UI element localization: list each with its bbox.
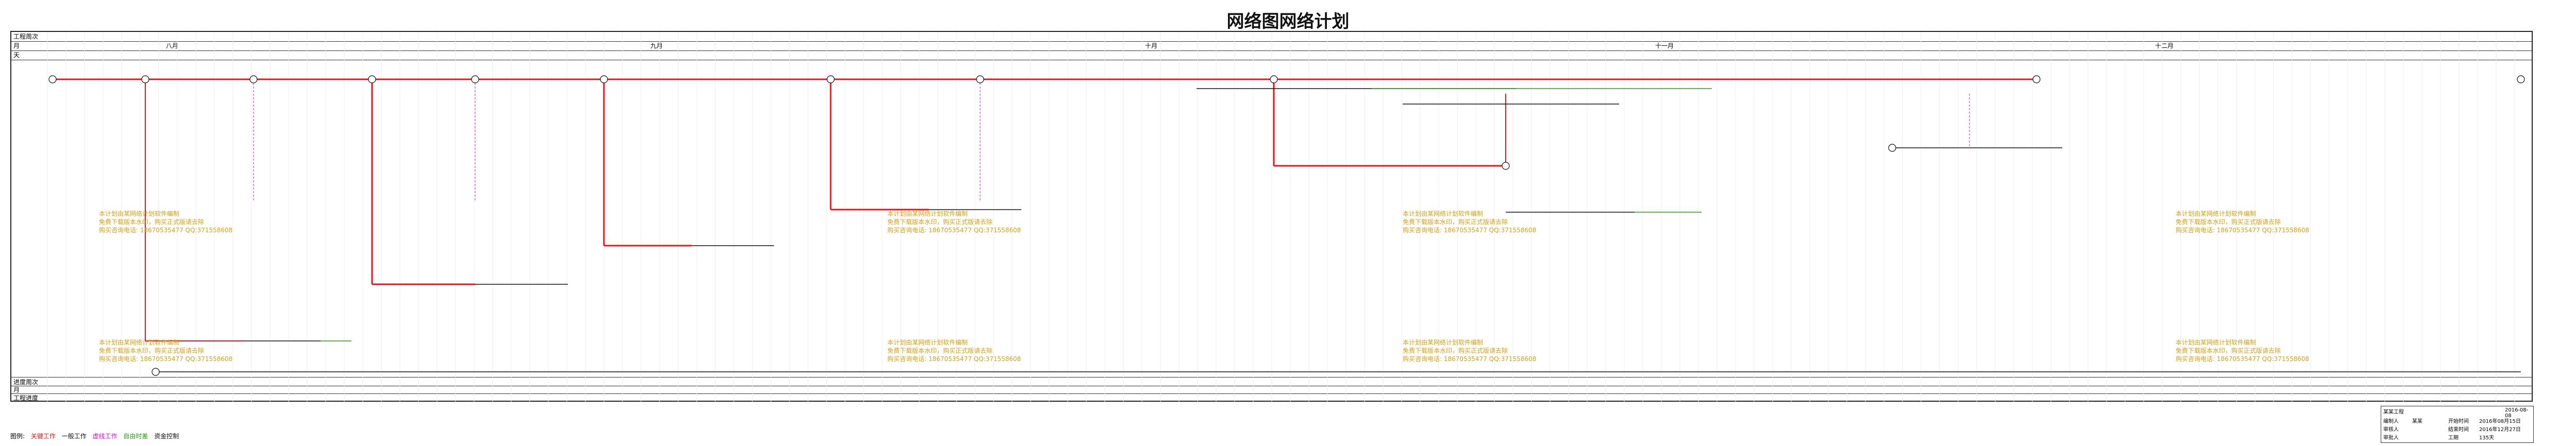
watermark: 本计划由某网络计划软件编制 免费下载版本水印，购买正式版请去除 购买咨询电话: …	[2176, 210, 2310, 234]
virtual-work	[253, 79, 1970, 202]
watermark: 本计划由某网络计划软件编制 免费下载版本水印，购买正式版请去除 购买咨询电话: …	[1403, 210, 1537, 234]
legend: 图例: 关键工作 一般工作 虚线工作 自由时差 资金控制	[10, 432, 183, 440]
event-node	[2032, 75, 2041, 83]
watermark: 本计划由某网络计划软件编制 免费下载版本水印，购买正式版请去除 购买咨询电话: …	[99, 339, 233, 363]
network-diagram	[47, 32, 2525, 403]
event-node	[471, 75, 479, 83]
watermark: 本计划由某网络计划软件编制 免费下载版本水印，购买正式版请去除 购买咨询电话: …	[887, 210, 1021, 234]
event-node	[2517, 75, 2525, 83]
month-label: 十一月	[1655, 42, 1674, 49]
month-label: 十二月	[2155, 42, 2174, 49]
normal-work	[156, 88, 2521, 372]
legend-critical: 关键工作	[30, 433, 56, 440]
event-node	[48, 75, 57, 83]
event-node	[151, 368, 160, 376]
event-node	[249, 75, 258, 83]
title-block: 某某工程 编制人 某某 开始时间 2016年08月15日 审核人 结束时间 20…	[2381, 406, 2534, 443]
watermark: 本计划由某网络计划软件编制 免费下载版本水印，购买正式版请去除 购买咨询电话: …	[1403, 339, 1537, 363]
nodes	[48, 75, 2525, 376]
event-node	[1888, 144, 1896, 152]
bottom-progress-row: 工程进度	[13, 394, 39, 402]
legend-cost: 资金控制	[154, 433, 179, 440]
watermark: 本计划由某网络计划软件编制 免费下载版本水印，购买正式版请去除 购买咨询电话: …	[887, 339, 1021, 363]
month-label: 八月	[166, 42, 179, 49]
month-label: 十月	[1145, 42, 1158, 49]
event-node	[827, 75, 835, 83]
event-node	[368, 75, 376, 83]
date: 2016-08-08	[2505, 407, 2529, 419]
event-node	[1270, 75, 1278, 83]
legend-virtual: 虚线工作	[92, 433, 117, 440]
legend-normal: 一般工作	[61, 433, 87, 440]
event-node	[141, 75, 149, 83]
page-title: 网络图网络计划	[1226, 11, 1350, 32]
critical-path	[53, 78, 2036, 341]
free-float	[321, 88, 1712, 341]
schedule-frame: 工程周次 月 八月 九月 十月 十一月 十二月 天 进度周次 月 工程进度	[10, 31, 2533, 403]
event-node	[1502, 162, 1510, 170]
legend-label: 图例:	[10, 433, 25, 440]
watermark: 本计划由某网络计划软件编制 免费下载版本水印，购买正式版请去除 购买咨询电话: …	[99, 210, 233, 234]
project-name: 某某工程	[2383, 409, 2404, 415]
event-node	[600, 75, 608, 83]
legend-free-float: 自由时差	[123, 433, 148, 440]
event-node	[976, 75, 984, 83]
watermark: 本计划由某网络计划软件编制 免费下载版本水印，购买正式版请去除 购买咨询电话: …	[2176, 339, 2310, 363]
day-gridlines	[47, 32, 2515, 403]
